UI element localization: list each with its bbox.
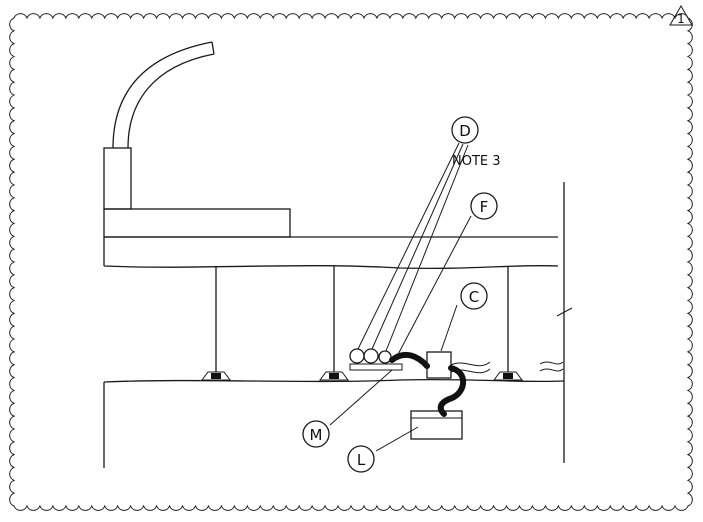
- conduit-circle: [378, 350, 392, 364]
- conduit-elbow: [112, 41, 215, 149]
- revision-triangle: 1: [669, 5, 693, 26]
- support-foot: [201, 371, 231, 381]
- leader-lines: [329, 142, 472, 452]
- callout-l: L: [347, 445, 375, 473]
- lower-floor: [103, 378, 565, 468]
- upper-platform-top: [103, 208, 291, 238]
- callout-l-label: L: [357, 451, 366, 469]
- callout-c-label: C: [469, 288, 479, 306]
- conduit-circle: [349, 348, 365, 364]
- upper-platform-slab: [103, 236, 559, 270]
- support-foot: [493, 371, 523, 381]
- callout-m-label: M: [310, 426, 323, 444]
- flex-conduit-tail: [450, 361, 491, 367]
- callout-f-label: F: [480, 198, 489, 216]
- callout-c: C: [460, 282, 488, 310]
- device-box-l: [410, 410, 463, 440]
- break-mark: [556, 307, 573, 317]
- flex-conduit-tail: [539, 368, 564, 372]
- conduit-box: [103, 147, 132, 210]
- flex-conduit-tail: [539, 361, 564, 365]
- cable: [437, 365, 467, 417]
- cable: [389, 351, 430, 369]
- callout-f: F: [470, 192, 498, 220]
- revision-label: 1: [677, 12, 685, 26]
- junction-box: [426, 351, 452, 379]
- callout-m: M: [302, 420, 330, 448]
- callout-d-label: D: [459, 122, 471, 140]
- support-foot: [319, 371, 349, 381]
- note-label: NOTE 3: [452, 154, 501, 169]
- conduit-plate: [349, 363, 403, 371]
- conduit-circle: [363, 348, 379, 364]
- callout-d: D: [451, 116, 479, 144]
- revision-cloud: [9, 13, 693, 511]
